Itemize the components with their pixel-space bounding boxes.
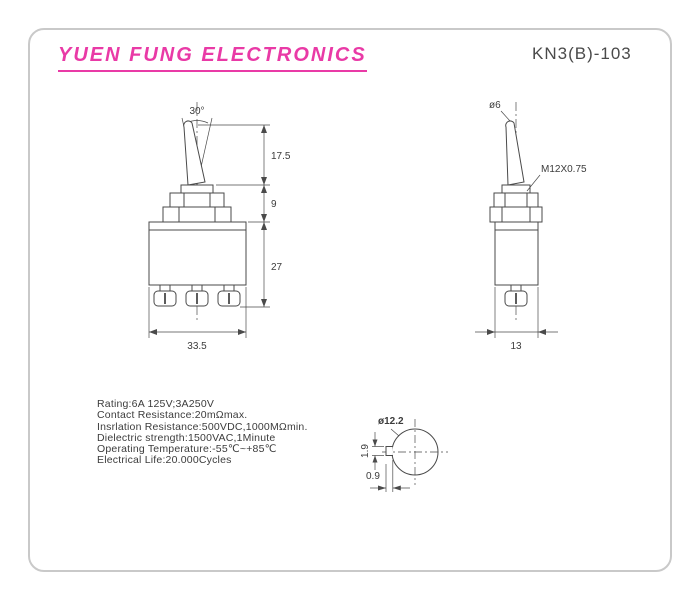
panel-dim-key-depth: 0.9 [366, 471, 380, 482]
terminal-screw [185, 284, 209, 307]
side-view-drawing: ø6 M12X0.75 13 [475, 100, 587, 352]
bushing-collar [180, 184, 214, 194]
side-dim-lever-dia: ø6 [489, 100, 501, 111]
side-dimension-arrows [487, 329, 546, 335]
page-border [28, 28, 672, 572]
bushing-collar [501, 184, 531, 194]
spec-line-electrical-life: Electrical Life:20.000Cycles [97, 454, 232, 467]
panel-dim-key-height: 1.9 [360, 444, 371, 458]
terminal-screw [153, 284, 177, 307]
front-dim-bushing-height: 9 [271, 199, 277, 210]
company-logo-text: YUEN FUNG ELECTRONICS [58, 44, 367, 72]
front-dim-body-height: 27 [271, 262, 283, 273]
toggle-lever [505, 120, 525, 186]
side-switch-outline [489, 102, 543, 320]
hex-nut [169, 192, 225, 208]
terminal-screw [217, 284, 241, 307]
side-dimension-labels: ø6 M12X0.75 13 [489, 100, 587, 352]
side-thread-label: M12X0.75 [541, 164, 587, 175]
specs-list: Rating:6A 125V;3A250V Contact Resistance… [97, 398, 308, 467]
spec-line-operating-temperature: Operating Temperature:-55℃~+85℃ [97, 443, 277, 456]
lever-dia-leader [500, 110, 511, 122]
panel-dimension-labels: ø12.2 1.9 0.9 [360, 416, 404, 482]
spec-line-rating: Rating:6A 125V;3A250V [97, 398, 215, 410]
side-dim-body-depth: 13 [510, 341, 522, 352]
hole-dia-leader [390, 428, 400, 437]
front-view-drawing: 30° 17.5 9 27 33.5 [148, 102, 291, 352]
front-switch-outline [148, 102, 247, 320]
spec-line-contact-resistance: Contact Resistance:20mΩmax. [97, 409, 248, 422]
keyway-notch [385, 446, 393, 456]
thread-leader [526, 174, 541, 192]
spec-line-dielectric-strength: Dielectric strength:1500VAC,1Minute [97, 431, 276, 444]
terminal-screw [504, 284, 528, 307]
toggle-lever [183, 120, 206, 186]
panel-hole-outline [382, 419, 448, 485]
panel-dimension-lines [370, 432, 410, 492]
lock-nut [489, 206, 543, 223]
switch-body [494, 221, 539, 286]
hex-nut [493, 192, 539, 208]
front-dim-lever-height: 17.5 [271, 151, 291, 162]
model-number: KN3(B)-103 [532, 44, 632, 63]
front-dimension-arrows [149, 125, 267, 335]
lock-nut [162, 206, 232, 223]
panel-dimension-arrows [372, 439, 401, 491]
spec-line-insulation-resistance: Insrlation Resistance:500VDC,1000MΩmin. [97, 420, 308, 433]
panel-dim-hole-dia: ø12.2 [378, 416, 404, 427]
panel-cutout-drawing: ø12.2 1.9 0.9 [360, 416, 448, 492]
switch-body [148, 221, 247, 286]
front-dimension-labels: 30° 17.5 9 27 33.5 [187, 106, 291, 352]
front-dim-body-width: 33.5 [187, 341, 207, 352]
front-angle-label: 30° [189, 106, 204, 117]
